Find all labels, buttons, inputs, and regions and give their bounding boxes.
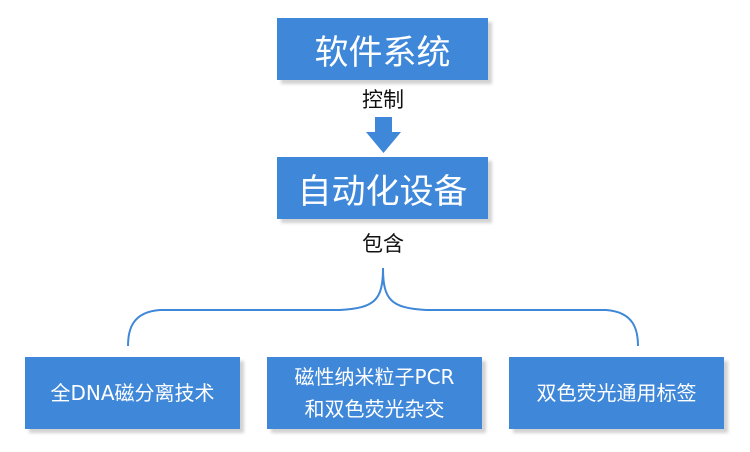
control-label: 控制: [362, 88, 404, 112]
leaf-2-line-1: 磁性纳米粒子PCR: [294, 365, 455, 389]
software-system-box: 软件系统: [277, 18, 488, 80]
leaf-2-line-2: 和双色荧光杂交: [304, 397, 445, 421]
brace-connector: [127, 267, 639, 347]
automation-device-box: 自动化设备: [277, 157, 488, 219]
leaf-box-magnetic-nanoparticle-pcr: 磁性纳米粒子PCR 和双色荧光杂交: [267, 357, 482, 429]
down-arrow-icon: [366, 117, 401, 153]
leaf-3-line-1: 双色荧光通用标签: [536, 381, 697, 405]
leaf-box-dna-magnetic-separation: 全DNA磁分离技术: [25, 357, 240, 429]
automation-device-label: 自动化设备: [297, 171, 468, 212]
leaf-box-dual-color-tag: 双色荧光通用标签: [509, 357, 724, 429]
include-label: 包含: [362, 232, 404, 256]
software-system-label: 软件系统: [314, 32, 451, 73]
leaf-1-line-1: 全DNA磁分离技术: [50, 381, 215, 405]
